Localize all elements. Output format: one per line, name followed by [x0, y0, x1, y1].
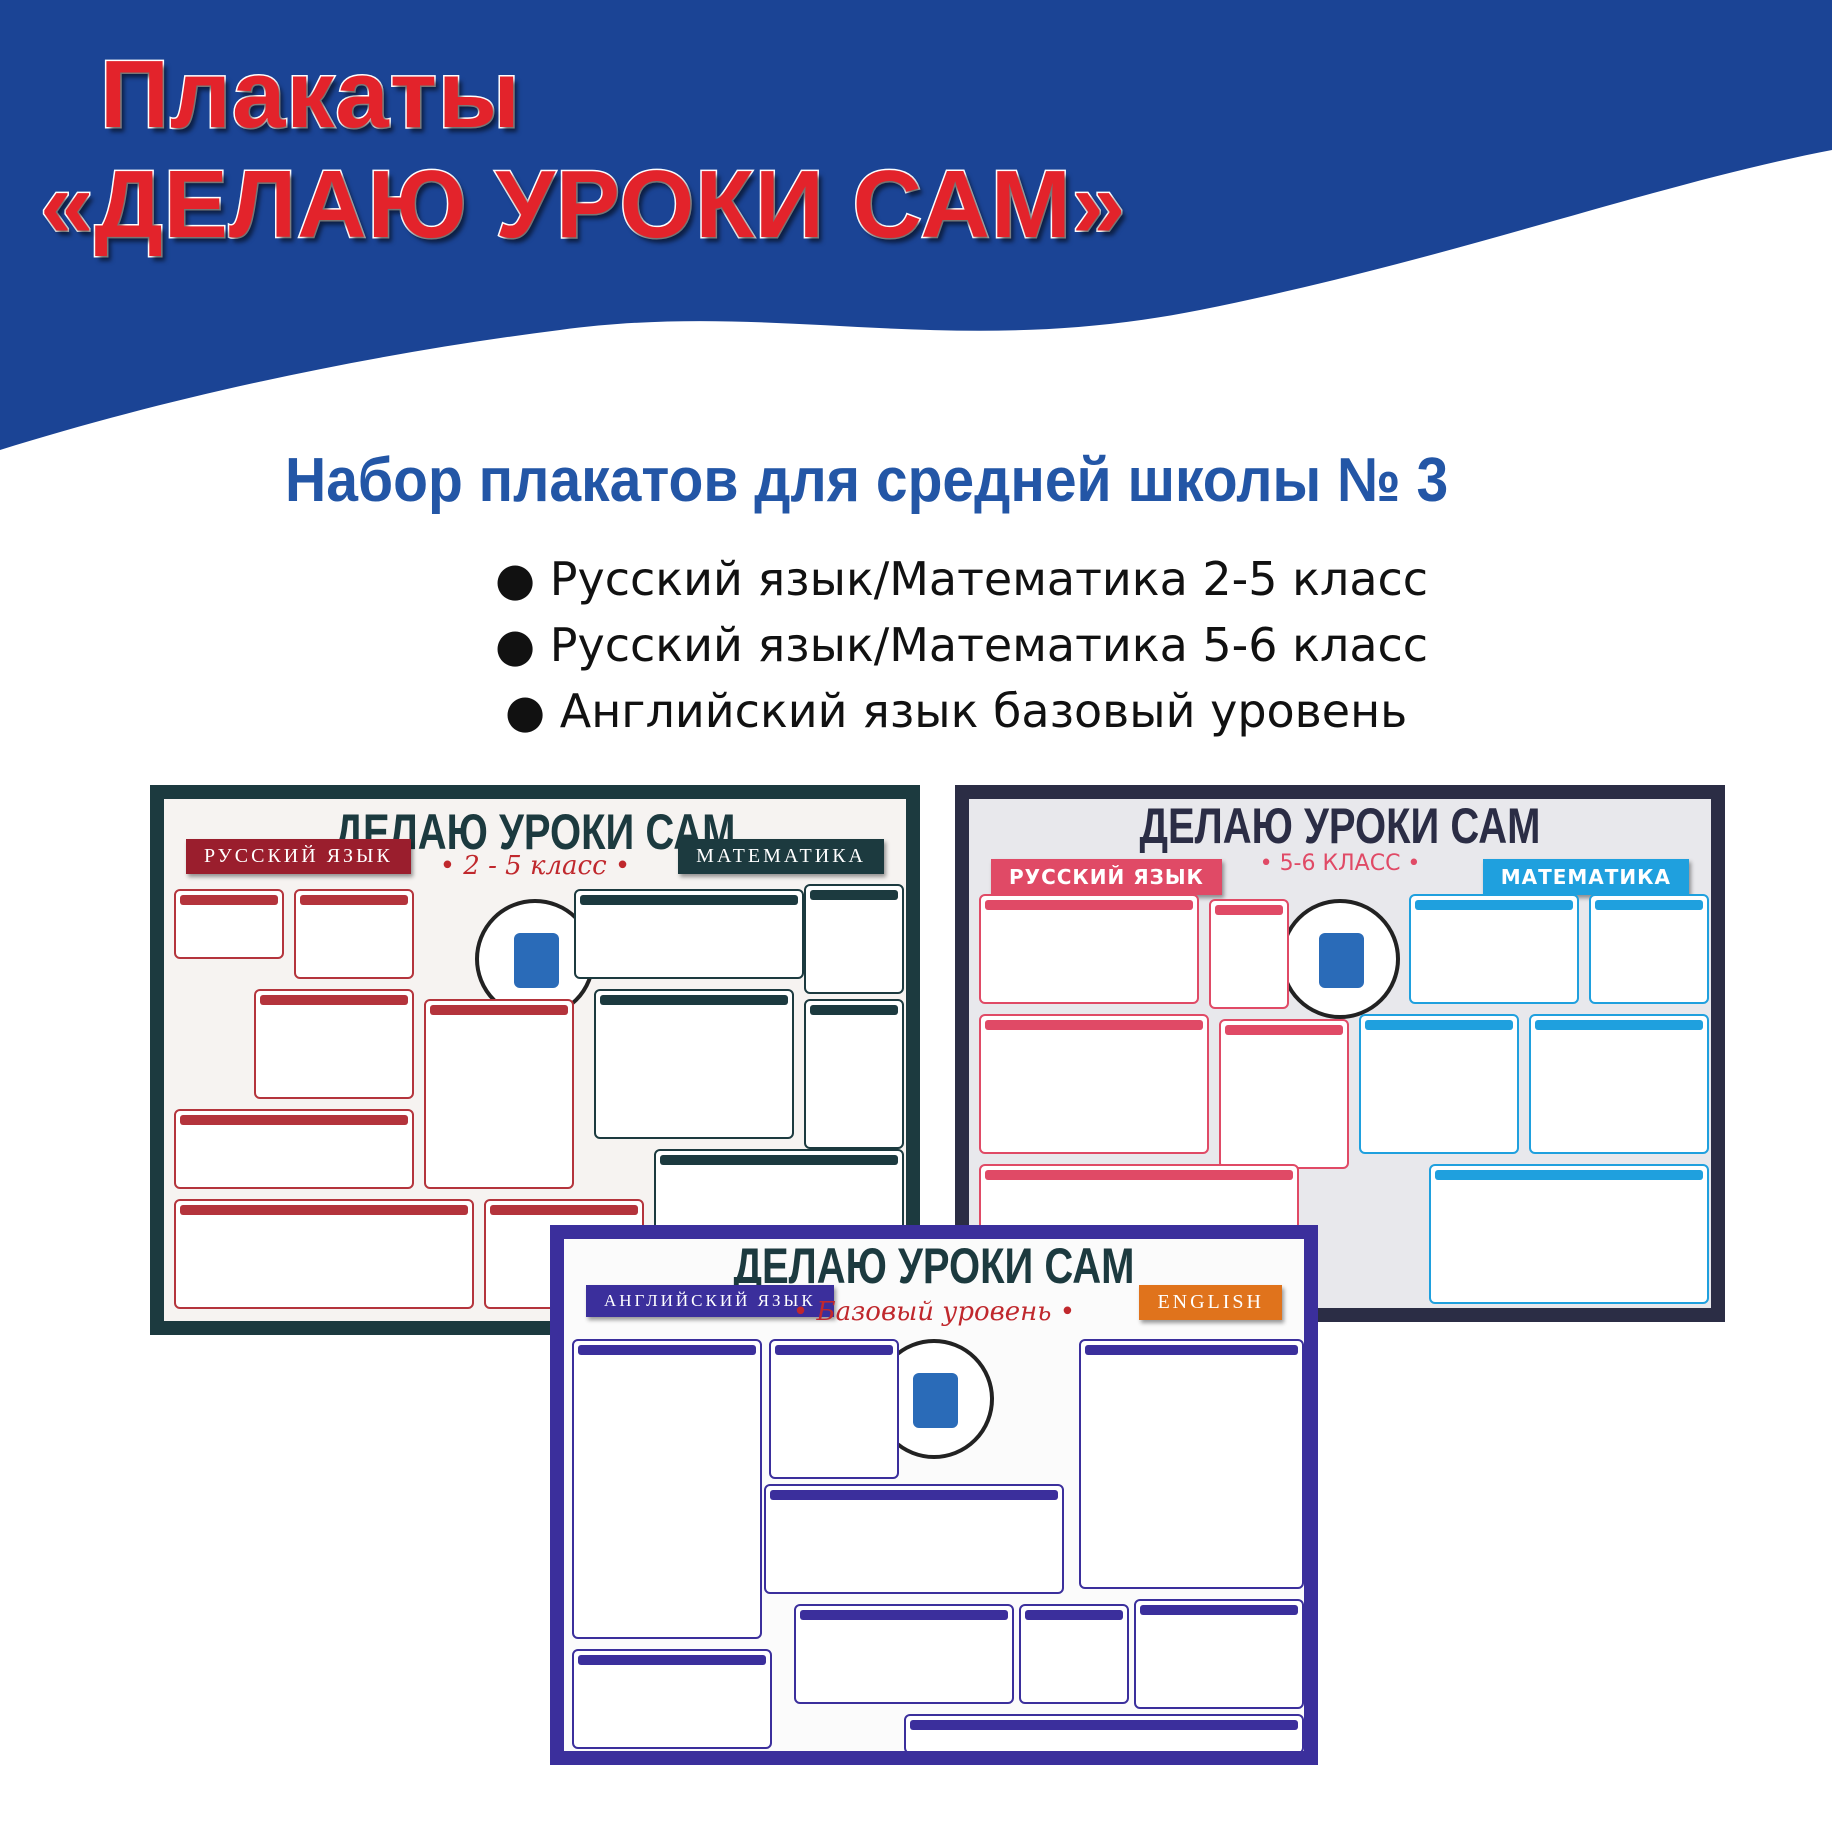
poster-section-panel: [1529, 1014, 1709, 1154]
poster-section-panel: [1019, 1604, 1129, 1704]
poster-section-panel: [1429, 1164, 1709, 1304]
poster-section-panel: [572, 1339, 762, 1639]
poster-section-panel: [1209, 899, 1289, 1009]
poster-title: ДЕЛАЮ УРОКИ САМ: [1139, 799, 1541, 855]
subtitle: Набор плакатов для средней школы № 3: [285, 446, 1449, 515]
poster-section-panel: [1079, 1339, 1304, 1589]
poster-section-panel: [804, 999, 904, 1149]
ribbon-right: МАТЕМАТИКА: [678, 839, 884, 874]
poster-section-panel: [1359, 1014, 1519, 1154]
title-line-1: Плакаты: [99, 40, 522, 150]
poster-section-panel: [769, 1339, 899, 1479]
poster-grade: • 5-6 КЛАСС •: [1259, 851, 1421, 876]
poster-section-panel: [294, 889, 414, 979]
ribbon-right: ENGLISH: [1139, 1285, 1282, 1320]
ribbon-left: РУССКИЙ ЯЗЫК: [186, 839, 411, 874]
poster-grade: • 2 - 5 класс •: [439, 851, 631, 881]
ribbon-left: РУССКИЙ ЯЗЫК: [991, 859, 1222, 895]
poster-section-panel: [254, 989, 414, 1099]
bullet-item: ● Английский язык базовый уровень: [505, 684, 1408, 738]
bullet-item: ● Русский язык/Математика 5-6 класс: [495, 618, 1429, 672]
poster-section-panel: [1589, 894, 1709, 1004]
logo-badge: [1280, 899, 1400, 1019]
poster-section-panel: [574, 889, 804, 979]
poster-russian-math-2-5: ДЕЛАЮ УРОКИ САМ РУССКИЙ ЯЗЫК МАТЕМАТИКА …: [150, 785, 920, 1335]
poster-section-panel: [794, 1604, 1014, 1704]
ribbon-left: АНГЛИЙСКИЙ ЯЗЫК: [586, 1285, 834, 1317]
poster-grade: • Базовый уровень •: [792, 1297, 1076, 1327]
poster-section-panel: [174, 1109, 414, 1189]
poster-section-panel: [424, 999, 574, 1189]
poster-section-panel: [804, 884, 904, 994]
poster-section-panel: [979, 894, 1199, 1004]
poster-section-panel: [594, 989, 794, 1139]
title-line-2: «ДЕЛАЮ УРОКИ САМ»: [38, 150, 1127, 260]
poster-section-panel: [1134, 1599, 1304, 1709]
ribbon-right: МАТЕМАТИКА: [1482, 859, 1689, 895]
poster-section-panel: [174, 1199, 474, 1309]
poster-section-panel: [979, 1014, 1209, 1154]
bullet-item: ● Русский язык/Математика 2-5 класс: [495, 552, 1429, 606]
poster-section-panel: [572, 1649, 772, 1749]
poster-english-basic: ДЕЛАЮ УРОКИ САМ АНГЛИЙСКИЙ ЯЗЫК ENGLISH …: [550, 1225, 1318, 1765]
poster-section-panel: [904, 1714, 1304, 1751]
poster-section-panel: [174, 889, 284, 959]
blue-wave-background: [0, 0, 1832, 450]
poster-section-panel: [1409, 894, 1579, 1004]
poster-section-panel: [764, 1484, 1064, 1594]
poster-section-panel: [1219, 1019, 1349, 1169]
